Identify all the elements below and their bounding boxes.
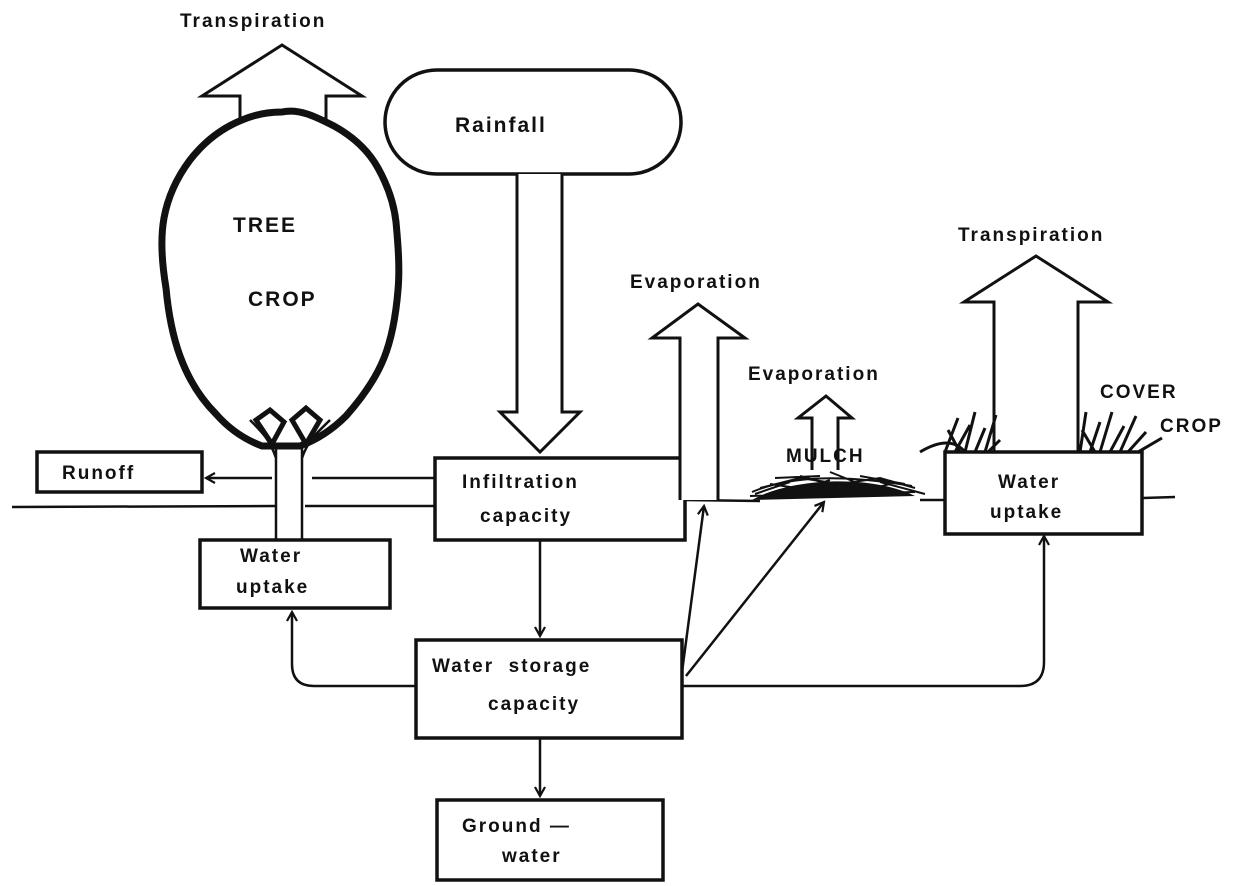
- mulch-fill: [752, 481, 915, 500]
- cover-crop-label-2: CROP: [1160, 416, 1223, 437]
- cover-crop-grass-left: [919, 411, 1002, 454]
- tree-trunk: [249, 419, 331, 540]
- storage-to-tree-uptake-arrow: [292, 612, 416, 688]
- tree-branches: [252, 404, 324, 449]
- storage-to-evaporation-arrow: [680, 506, 704, 673]
- groundwater-label-1: Ground —: [462, 816, 571, 837]
- cover-water-uptake-label-1: Water: [998, 472, 1060, 493]
- water-storage-label-2: capacity: [488, 694, 580, 715]
- transpiration-tree-label: Transpiration: [180, 11, 326, 32]
- storage-to-mulch-arrow: [685, 502, 824, 677]
- storage-to-cover-uptake-arrow: [682, 536, 1044, 688]
- cover-crop-grass-right: [1078, 411, 1163, 454]
- tree-crop-label-2: CROP: [248, 288, 317, 311]
- cover-transpiration-arrow: [958, 254, 1114, 455]
- runoff-label: Runoff: [62, 463, 135, 484]
- water-storage-box: [414, 638, 684, 740]
- tree-water-uptake-label-1: Water: [240, 546, 302, 567]
- mulch-label: MULCH: [786, 446, 865, 467]
- groundwater-label-2: water: [501, 846, 562, 867]
- rainfall-arrow: [496, 174, 584, 455]
- tree-water-uptake-label-2: uptake: [236, 577, 309, 598]
- infiltration-label-1: Infiltration: [462, 472, 579, 493]
- ground-line: [11, 495, 1176, 509]
- infiltration-label-2: capacity: [480, 506, 572, 527]
- infiltration-box: [433, 456, 687, 542]
- cover-water-uptake-box: [943, 450, 1144, 536]
- groundwater-box: [435, 798, 665, 882]
- rainfall-label: Rainfall: [455, 114, 547, 137]
- evaporation-arrow-2: [793, 394, 857, 470]
- evaporation-arrow-1: [647, 302, 750, 500]
- tree-water-uptake-box: [198, 538, 392, 610]
- transpiration-cover-label: Transpiration: [958, 225, 1104, 246]
- water-storage-label-1: Water storage: [432, 656, 591, 677]
- evaporation-label-1: Evaporation: [630, 272, 762, 293]
- tree-canopy: [158, 107, 403, 450]
- cover-crop-label-1: COVER: [1100, 382, 1178, 403]
- cover-water-uptake-label-2: uptake: [990, 502, 1063, 523]
- tree-crop-label-1: TREE: [233, 214, 297, 237]
- evaporation-label-2: Evaporation: [748, 364, 880, 385]
